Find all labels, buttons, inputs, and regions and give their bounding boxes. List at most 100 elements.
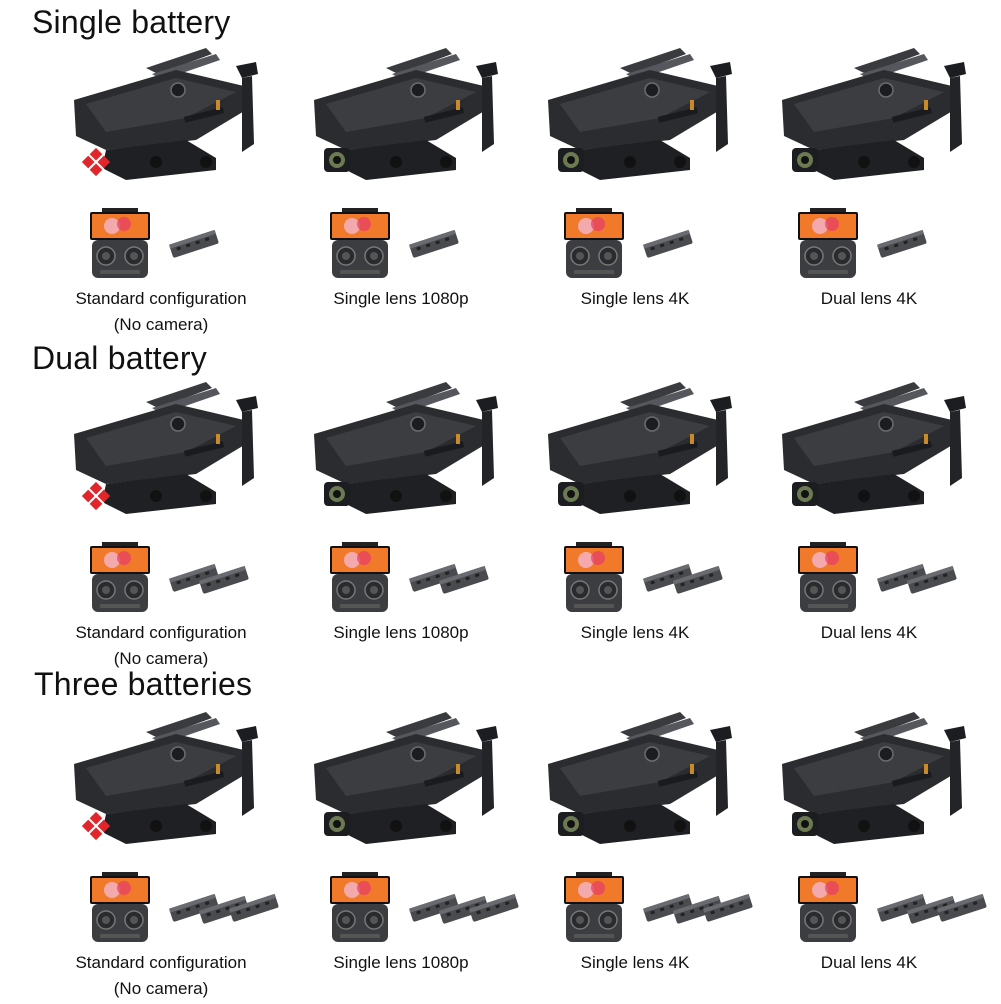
battery-icon xyxy=(406,229,462,259)
accessories-group xyxy=(562,538,726,618)
option-label: Single lens 4K xyxy=(510,950,760,976)
no-camera-mark-icon xyxy=(81,147,111,177)
battery-icon xyxy=(874,229,930,259)
option-label: Standard configuration (No camera) xyxy=(36,286,286,338)
remote-controller-icon xyxy=(328,208,392,280)
accessories-group xyxy=(562,868,756,948)
option-title: Single lens 4K xyxy=(580,623,690,642)
accessories-group xyxy=(796,204,930,284)
drone-image xyxy=(774,40,974,200)
battery-icon xyxy=(466,893,522,923)
product-option-card[interactable]: Single lens 1080p xyxy=(306,40,536,340)
product-option-card[interactable]: Dual lens 4K xyxy=(774,704,1001,1004)
remote-controller-icon xyxy=(88,208,152,280)
battery-icon xyxy=(670,895,726,925)
option-title: Single lens 1080p xyxy=(333,289,469,308)
option-title: Single lens 4K xyxy=(580,953,690,972)
battery-icon xyxy=(436,565,492,595)
batteries-group xyxy=(406,891,522,925)
drone-image xyxy=(66,374,266,534)
product-option-card[interactable]: Single lens 4K xyxy=(540,704,770,1004)
camera-lens-icon xyxy=(792,148,818,172)
product-option-card[interactable]: Single lens 4K xyxy=(540,374,770,674)
camera-lens-icon xyxy=(324,812,350,836)
batteries-group xyxy=(640,561,726,595)
accessories-group xyxy=(796,538,960,618)
accessories-group xyxy=(328,868,522,948)
drone-image xyxy=(540,40,740,200)
camera-lens-icon xyxy=(324,482,350,506)
section-title-dual-battery: Dual battery xyxy=(32,340,207,376)
product-option-card[interactable]: Single lens 1080p xyxy=(306,704,536,1004)
drone-image xyxy=(306,704,506,864)
remote-controller-icon xyxy=(562,542,626,614)
batteries-group xyxy=(640,229,696,259)
remote-controller-icon xyxy=(328,872,392,944)
battery-icon xyxy=(196,895,252,925)
option-title: Dual lens 4K xyxy=(820,953,918,972)
batteries-group xyxy=(166,561,252,595)
batteries-group xyxy=(640,891,756,925)
battery-icon xyxy=(874,563,930,593)
option-label: Single lens 1080p xyxy=(276,286,526,312)
product-option-card[interactable]: Single lens 4K xyxy=(540,40,770,340)
product-option-card[interactable]: Dual lens 4K xyxy=(774,374,1001,674)
battery-icon xyxy=(640,893,696,923)
option-label: Single lens 4K xyxy=(510,620,760,646)
battery-icon xyxy=(904,895,960,925)
battery-icon xyxy=(406,563,462,593)
product-option-card[interactable]: Standard configuration (No camera) xyxy=(66,40,296,340)
product-option-card[interactable]: Single lens 1080p xyxy=(306,374,536,674)
remote-controller-icon xyxy=(796,542,860,614)
accessories-group xyxy=(328,538,492,618)
option-title: Standard configuration xyxy=(75,953,247,972)
option-label: Single lens 1080p xyxy=(276,620,526,646)
option-label: Dual lens 4K xyxy=(744,286,994,312)
battery-icon xyxy=(166,229,222,259)
drone-image xyxy=(774,374,974,534)
battery-icon xyxy=(640,229,696,259)
drone-image xyxy=(66,40,266,200)
drone-image xyxy=(306,374,506,534)
accessories-group xyxy=(88,538,252,618)
remote-controller-icon xyxy=(796,208,860,280)
batteries-group xyxy=(874,891,990,925)
option-title: Dual lens 4K xyxy=(820,289,918,308)
battery-icon xyxy=(700,893,756,923)
option-title: Standard configuration xyxy=(75,289,247,308)
product-option-card[interactable]: Standard configuration (No camera) xyxy=(66,374,296,674)
option-label: Dual lens 4K xyxy=(744,620,994,646)
accessories-group xyxy=(328,204,462,284)
drone-image xyxy=(774,704,974,864)
option-title: Single lens 4K xyxy=(580,289,690,308)
battery-icon xyxy=(670,565,726,595)
battery-icon xyxy=(406,893,462,923)
drone-image xyxy=(66,704,266,864)
option-subtitle: (No camera) xyxy=(113,315,209,334)
remote-controller-icon xyxy=(88,542,152,614)
option-subtitle: (No camera) xyxy=(113,649,209,668)
battery-icon xyxy=(226,893,282,923)
product-option-card[interactable]: Standard configuration (No camera) xyxy=(66,704,296,1004)
option-label: Dual lens 4K xyxy=(744,950,994,976)
drone-image xyxy=(540,374,740,534)
batteries-group xyxy=(166,229,222,259)
battery-icon xyxy=(436,895,492,925)
accessories-group xyxy=(88,868,282,948)
no-camera-mark-icon xyxy=(81,811,111,841)
drone-image xyxy=(306,40,506,200)
option-label: Single lens 4K xyxy=(510,286,760,312)
option-subtitle: (No camera) xyxy=(113,979,209,998)
product-option-card[interactable]: Dual lens 4K xyxy=(774,40,1001,340)
option-title: Standard configuration xyxy=(75,623,247,642)
remote-controller-icon xyxy=(88,872,152,944)
camera-lens-icon xyxy=(324,148,350,172)
camera-lens-icon xyxy=(558,812,584,836)
camera-lens-icon xyxy=(792,812,818,836)
option-title: Single lens 1080p xyxy=(333,623,469,642)
batteries-group xyxy=(874,561,960,595)
option-title: Dual lens 4K xyxy=(820,623,918,642)
option-label: Single lens 1080p xyxy=(276,950,526,976)
option-label: Standard configuration (No camera) xyxy=(36,950,286,1002)
battery-icon xyxy=(166,563,222,593)
